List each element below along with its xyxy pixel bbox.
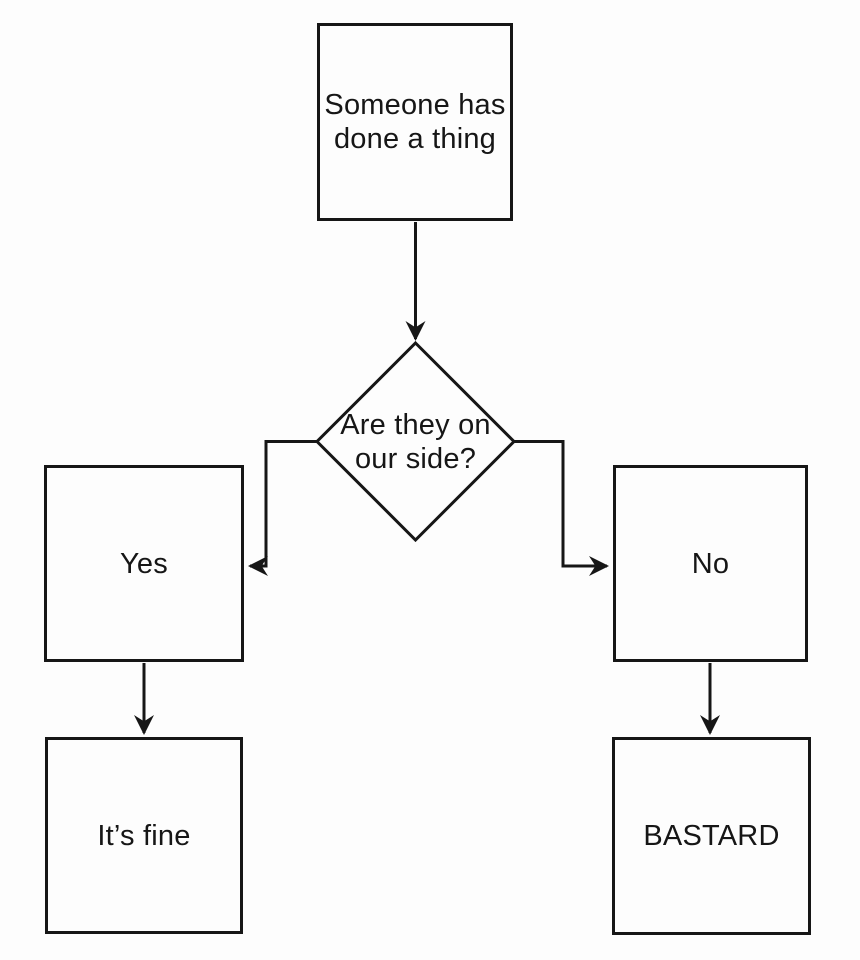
node-fine: It’s fine [45, 737, 243, 934]
node-start: Someone has done a thing [317, 23, 513, 221]
node-bastard: BASTARD [612, 737, 811, 935]
node-no: No [613, 465, 808, 662]
node-no-label: No [691, 547, 730, 580]
edge-decision-to-no [513, 440, 609, 576]
node-yes-label: Yes [120, 547, 168, 580]
node-decision-shape [314, 340, 517, 543]
node-fine-label: It’s fine [97, 819, 191, 852]
edge-decision-to-yes [248, 440, 317, 576]
node-yes: Yes [44, 465, 244, 662]
node-start-label: Someone has done a thing [324, 89, 506, 155]
node-bastard-label: BASTARD [643, 820, 780, 852]
